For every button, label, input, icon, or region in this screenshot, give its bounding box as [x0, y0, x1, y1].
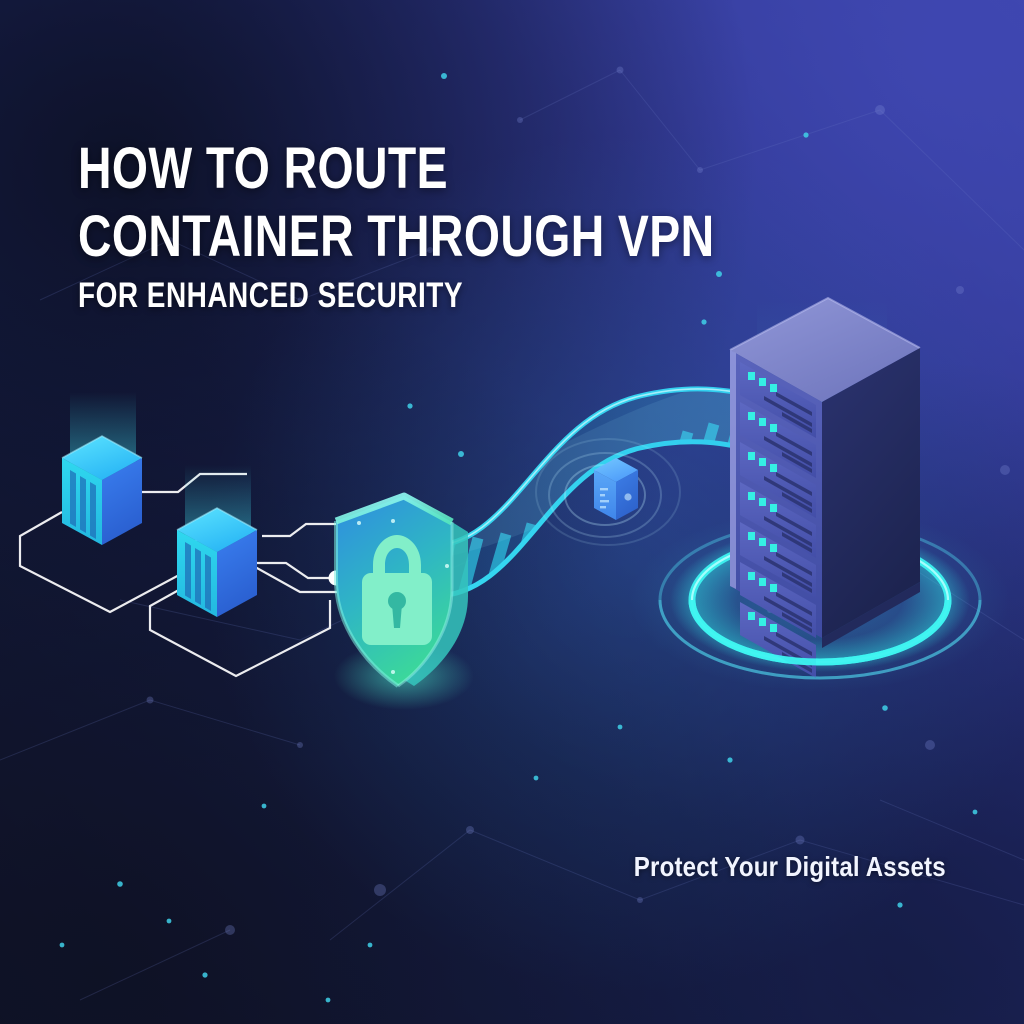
- rack-top-face: [730, 298, 920, 402]
- headline-line-1: HOW TO ROUTE: [78, 136, 448, 201]
- rack-led-group: [748, 372, 777, 392]
- container-node-2: [176, 465, 258, 617]
- shield-rim-right: [397, 522, 454, 688]
- headline-subtitle: FOR ENHANCED SECURITY: [78, 276, 463, 315]
- server-rack: [729, 296, 921, 678]
- container-right-face: [102, 458, 142, 545]
- tagline-text: Protect Your Digital Assets: [634, 851, 946, 882]
- rack-detail-lines: [764, 392, 812, 433]
- rack-units: [740, 362, 816, 678]
- container-slats: [70, 470, 96, 539]
- container-node-1: [61, 392, 143, 545]
- container-right-face: [217, 530, 257, 617]
- headline-line-2: CONTAINER THROUGH VPN: [78, 204, 715, 269]
- rack-right-face: [822, 348, 920, 638]
- server-glow-ring-front: [688, 599, 952, 666]
- background-dots-cyan: [59, 73, 978, 1003]
- headline-block: HOW TO ROUTE CONTAINER THROUGH VPN FOR E…: [78, 136, 715, 315]
- lock-icon: [362, 535, 432, 645]
- vpn-shield: [334, 492, 474, 710]
- data-packet-cube: [594, 458, 638, 520]
- container-slats: [185, 542, 211, 611]
- server-glow-ring-front-outer: [658, 599, 982, 680]
- shield-rim-top: [334, 492, 454, 526]
- shield-sparkles: [357, 519, 449, 674]
- shield-rim-left: [334, 521, 400, 688]
- shield-depth: [398, 522, 468, 686]
